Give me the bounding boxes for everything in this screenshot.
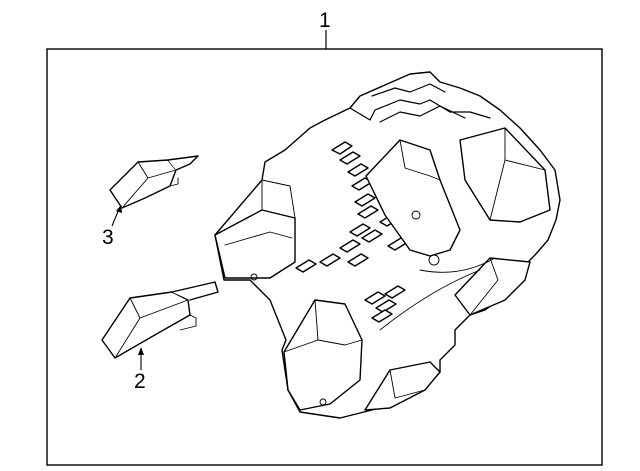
callout-3-label[interactable]: 3 [102, 226, 114, 249]
callout-3-arrowhead [116, 205, 122, 213]
relay-part-2[interactable] [101, 281, 219, 359]
diagram-frame [46, 48, 603, 466]
callout-3-leader [111, 208, 120, 227]
fuse-relay-box[interactable] [214, 71, 561, 419]
relay-part-3[interactable] [109, 155, 199, 209]
callout-1-label[interactable]: 1 [319, 9, 331, 32]
callout-2-label[interactable]: 2 [134, 370, 146, 393]
callout-2-arrowhead [138, 347, 144, 355]
